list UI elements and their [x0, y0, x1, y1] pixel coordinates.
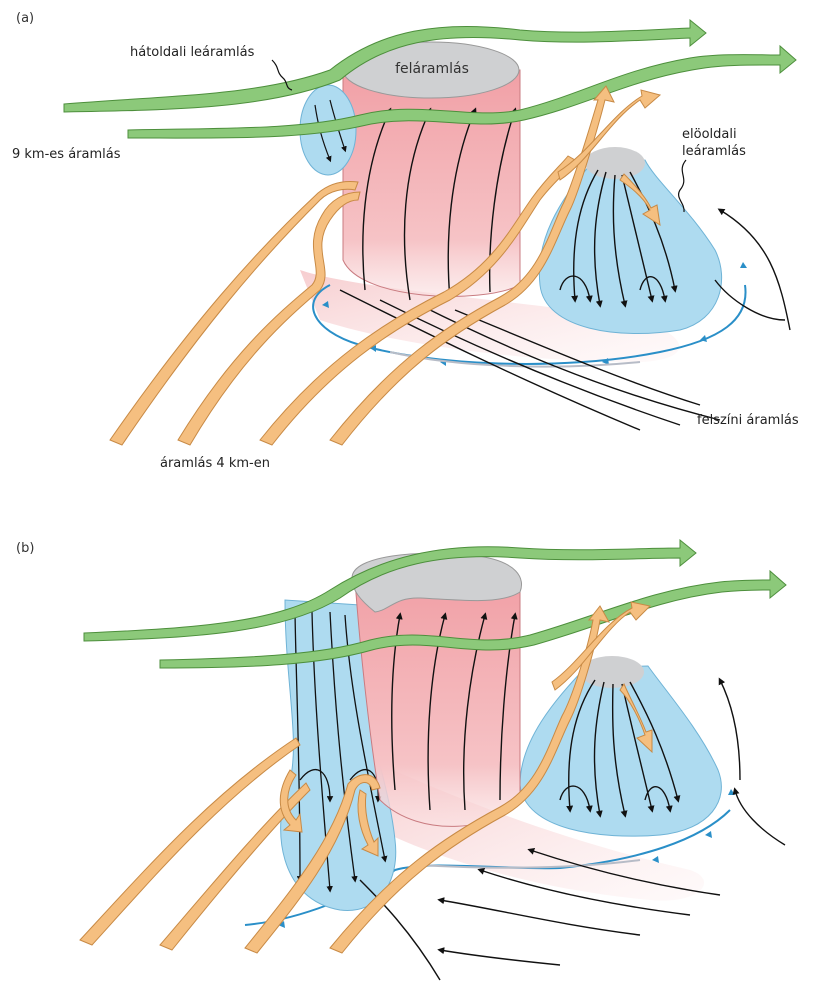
forward-downdraft-top	[585, 147, 645, 179]
updraft-column-b	[355, 580, 520, 826]
panel-a-label: (a)	[16, 11, 34, 26]
rear-downdraft-label: hátoldali leáramlás	[130, 45, 255, 60]
flow-9km-label: 9 km-es áramlás	[12, 147, 121, 162]
forward-downdraft-label-2: leáramlás	[682, 144, 746, 159]
flow-4km-label: áramlás 4 km-en	[160, 456, 270, 471]
panel-b: (b)	[16, 540, 786, 980]
surface-flow-label: felszíni áramlás	[697, 413, 799, 428]
panel-b-label: (b)	[16, 541, 34, 556]
forward-downdraft-label-1: elöoldali	[682, 127, 737, 142]
updraft-label: feláramlás	[395, 61, 469, 77]
panel-a: (a) feláramlás	[12, 11, 799, 471]
